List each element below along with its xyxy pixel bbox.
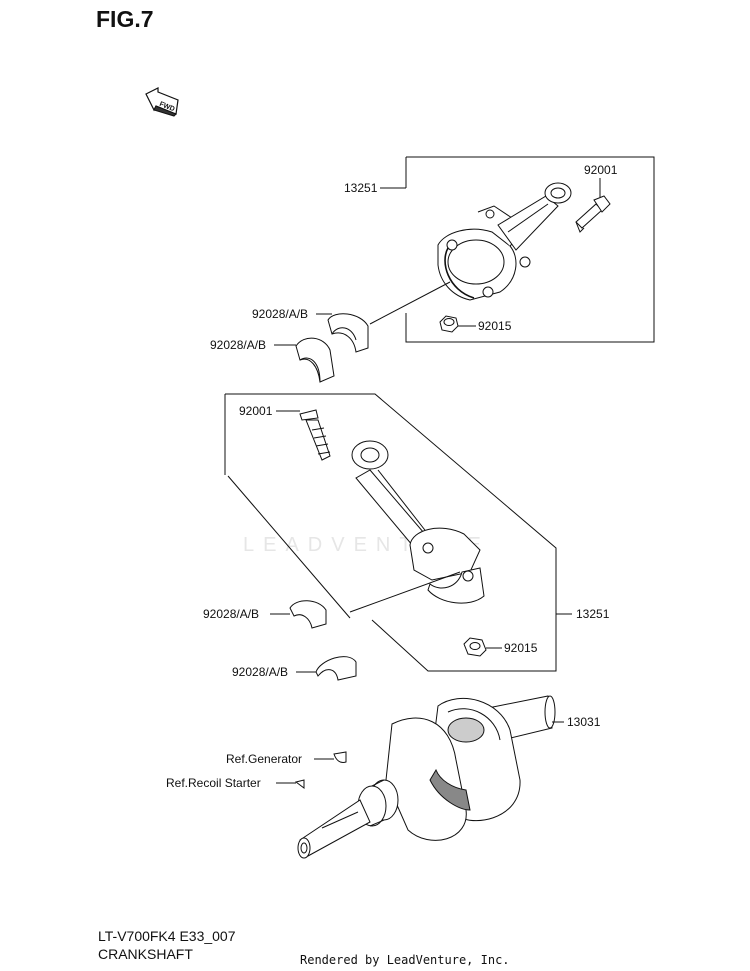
rod-nut-top (439, 315, 476, 333)
bearing-shell-mid-a (289, 600, 327, 629)
section-name: CRANKSHAFT (98, 946, 193, 962)
bearing-shell-top-a (327, 313, 369, 353)
callout-bolt-top: 92001 (584, 163, 618, 177)
callout-ref-generator: Ref.Generator (226, 752, 302, 766)
callout-nut-mid: 92015 (504, 641, 538, 655)
fwd-arrow-icon (145, 87, 179, 117)
key-recoil-starter (294, 779, 305, 789)
render-credit: Rendered by LeadVenture, Inc. (300, 953, 510, 967)
connecting-rod-top (437, 182, 572, 301)
callout-bearing-mid-b: 92028/A/B (232, 665, 288, 679)
crankshaft (297, 695, 556, 859)
bearing-shell-mid-b (315, 656, 357, 681)
callout-crankshaft: 13031 (567, 715, 601, 729)
rod-nut-mid (463, 637, 502, 657)
bearing-shell-top-b (295, 337, 335, 383)
key-generator (333, 751, 347, 763)
rod-bolt-top (575, 178, 611, 233)
model-code: LT-V700FK4 E33_007 (98, 928, 236, 944)
callout-rod-assy-top: 13251 (344, 181, 378, 195)
rod-assy-mid-frame (224, 393, 557, 672)
connecting-rod-mid (351, 440, 485, 604)
callout-bearing-top-a: 92028/A/B (252, 307, 308, 321)
callout-ref-recoil: Ref.Recoil Starter (166, 776, 261, 790)
callout-bearing-top-b: 92028/A/B (210, 338, 266, 352)
rod-assy-top-frame (405, 156, 655, 343)
callout-bearing-mid-a: 92028/A/B (203, 607, 259, 621)
callout-rod-assy-mid: 13251 (576, 607, 610, 621)
callout-nut-top: 92015 (478, 319, 512, 333)
rod-bolt-mid (299, 409, 331, 461)
callout-bolt-mid: 92001 (239, 404, 273, 418)
figure-title: FIG.7 (96, 6, 154, 32)
